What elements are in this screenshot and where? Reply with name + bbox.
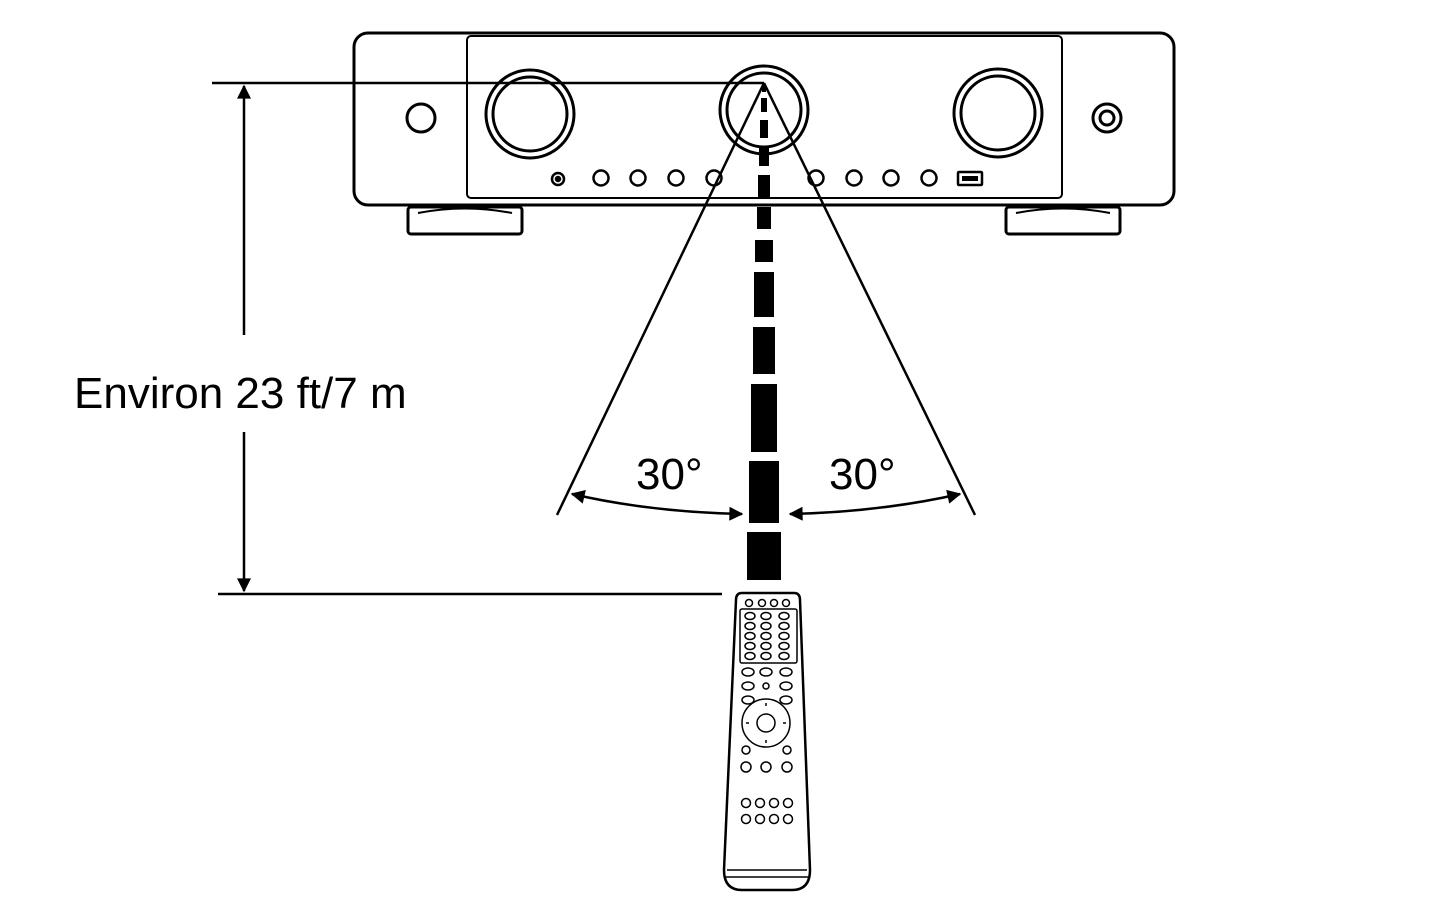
left-limit-line xyxy=(555,82,766,516)
power-button-icon xyxy=(405,102,437,134)
volume-knob-left-icon xyxy=(484,68,576,160)
dimension-lines xyxy=(212,81,764,596)
remote-mid-buttons xyxy=(741,667,793,705)
coverage-angle-lines xyxy=(555,82,977,516)
angle-left-label: 30° xyxy=(636,450,703,499)
amplifier-illustration xyxy=(352,31,1176,236)
angle-right-label: 30° xyxy=(829,450,896,499)
front-buttons-row xyxy=(550,169,938,187)
amplifier-foot-left xyxy=(406,205,524,236)
remote-top-buttons xyxy=(744,598,791,608)
remote-lower-buttons xyxy=(740,745,794,825)
ir-beam xyxy=(747,86,781,580)
remote-control-illustration xyxy=(722,591,812,892)
remote-input-buttons xyxy=(744,611,790,661)
remote-nav-pad-icon xyxy=(741,698,791,748)
right-limit-line xyxy=(762,82,977,516)
right-angle-arc xyxy=(788,489,962,521)
label-backdrop xyxy=(72,365,432,421)
left-angle-arc xyxy=(570,490,744,521)
usb-port-icon xyxy=(956,170,984,187)
remote-input-block xyxy=(739,608,798,664)
amplifier-foot-right xyxy=(1004,205,1122,236)
volume-knob-right-icon xyxy=(952,67,1044,159)
distance-label: Environ 23 ft/7 m xyxy=(74,369,407,418)
angle-arcs xyxy=(570,489,962,521)
remote-body xyxy=(722,591,812,892)
amplifier-front-panel xyxy=(466,35,1063,199)
amplifier-body xyxy=(352,31,1176,207)
headphone-jack-icon xyxy=(1091,102,1123,134)
